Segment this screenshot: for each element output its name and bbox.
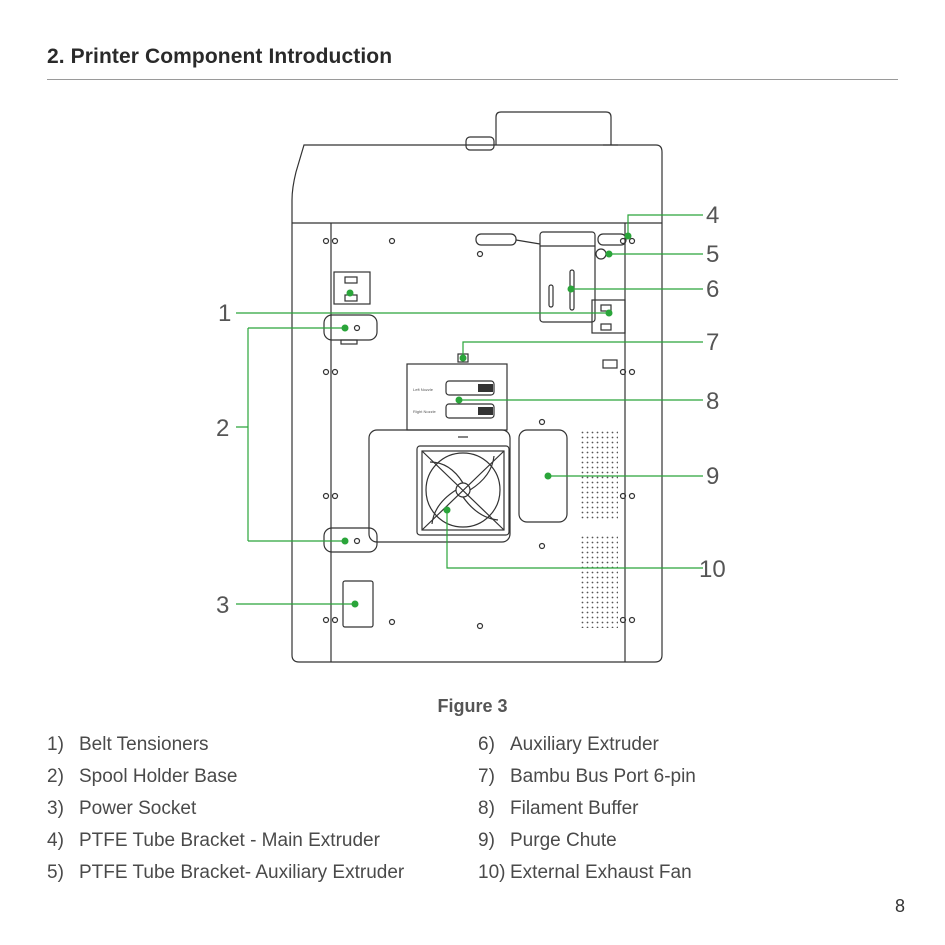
list-item-label: PTFE Tube Bracket - Main Extruder: [79, 830, 380, 851]
callout-dot-6: [567, 285, 575, 293]
list-item: 8) Filament Buffer: [478, 797, 696, 829]
vent-grille-upper: [580, 429, 618, 521]
list-item-label: External Exhaust Fan: [510, 862, 692, 883]
list-item-label: Belt Tensioners: [79, 734, 209, 755]
callout-dot-10: [443, 506, 451, 514]
callout-number-7: 7: [706, 329, 719, 356]
list-item-label: Spool Holder Base: [79, 766, 238, 787]
list-item: 9) Purge Chute: [478, 829, 696, 861]
figure-caption: Figure 3: [437, 696, 508, 716]
list-item: 6) Auxiliary Extruder: [478, 733, 696, 765]
section-heading: 2. Printer Component Introduction: [47, 45, 393, 68]
list-item: 4) PTFE Tube Bracket - Main Extruder: [47, 829, 404, 861]
buffer-left-label: Left Nozzle: [413, 387, 434, 392]
list-item-number: 2): [47, 766, 64, 787]
callout-number-9: 9: [706, 463, 719, 490]
component-list-left: 1) Belt Tensioners 2) Spool Holder Base 3)…: [47, 733, 404, 893]
callout-number-1: 1: [218, 300, 231, 327]
list-item-number: 1): [47, 734, 64, 755]
list-item-number: 9): [478, 830, 495, 851]
list-item-label: Auxiliary Extruder: [510, 734, 659, 755]
callout-number-6: 6: [706, 276, 719, 303]
list-item: 7) Bambu Bus Port 6-pin: [478, 765, 696, 797]
callout-number-10: 10: [699, 556, 726, 583]
list-item-label: Filament Buffer: [510, 798, 639, 819]
list-item-label: Power Socket: [79, 798, 197, 819]
list-item: 3) Power Socket: [47, 797, 404, 829]
list-item-number: 5): [47, 862, 64, 883]
list-item-label: Purge Chute: [510, 830, 617, 851]
callout-number-8: 8: [706, 388, 719, 415]
component-list-right: 6) Auxiliary Extruder 7) Bambu Bus Port 6-…: [478, 733, 696, 893]
callout-dot-1: [605, 309, 613, 317]
list-item: 2) Spool Holder Base: [47, 765, 404, 797]
list-item-number: 8): [478, 798, 495, 819]
list-item-number: 6): [478, 734, 495, 755]
list-item-number: 3): [47, 798, 64, 819]
vent-grille-lower: [580, 536, 618, 628]
callout-leaders: [236, 214, 703, 605]
callout-dot-4: [624, 232, 632, 240]
callout-dot-2a: [341, 324, 349, 332]
printer-back-diagram: Left Nozzle Right Nozzle 1 2 3 4 5 6 7 8…: [216, 111, 726, 663]
page-number: 8: [894, 896, 905, 916]
callout-number-4: 4: [706, 202, 719, 229]
callout-dot-7: [459, 354, 467, 362]
list-item-number: 7): [478, 766, 495, 787]
callout-dot-2b: [341, 537, 349, 545]
callout-number-3: 3: [216, 592, 229, 619]
callout-dot-9: [544, 472, 552, 480]
list-item-label: PTFE Tube Bracket- Auxiliary Extruder: [79, 862, 405, 883]
callout-dot-5: [605, 250, 613, 258]
list-item-number: 4): [47, 830, 64, 851]
heading-divider: [47, 79, 898, 80]
buffer-right-label: Right Nozzle: [413, 409, 436, 414]
list-item: 5) PTFE Tube Bracket- Auxiliary Extruder: [47, 861, 404, 893]
list-item-label: Bambu Bus Port 6-pin: [510, 766, 696, 787]
callout-number-2: 2: [216, 415, 229, 442]
list-item: 1) Belt Tensioners: [47, 733, 404, 765]
list-item-number: 10): [478, 862, 506, 883]
callout-number-5: 5: [706, 241, 719, 268]
callout-dot-3: [351, 600, 359, 608]
list-item: 10)External Exhaust Fan: [478, 861, 696, 893]
callout-dot-8: [455, 396, 463, 404]
callout-dots: [341, 232, 632, 608]
printer-body: [291, 111, 663, 663]
callout-dot-1b: [346, 289, 354, 297]
